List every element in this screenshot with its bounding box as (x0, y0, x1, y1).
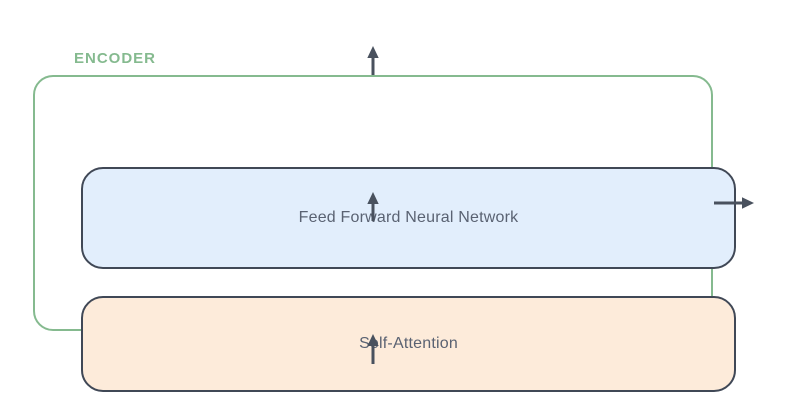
feed-forward-label: Feed Forward Neural Network (298, 209, 519, 226)
feed-forward-block: Feed Forward Neural Network (81, 167, 736, 269)
self-attention-block: Self-Attention (81, 296, 736, 392)
encoder-box: Feed Forward Neural Network Self-Attenti… (33, 75, 736, 392)
output-top-arrow (367, 46, 379, 75)
self-attention-label: Self-Attention (359, 335, 458, 352)
encoder-label: ENCODER (74, 50, 157, 67)
